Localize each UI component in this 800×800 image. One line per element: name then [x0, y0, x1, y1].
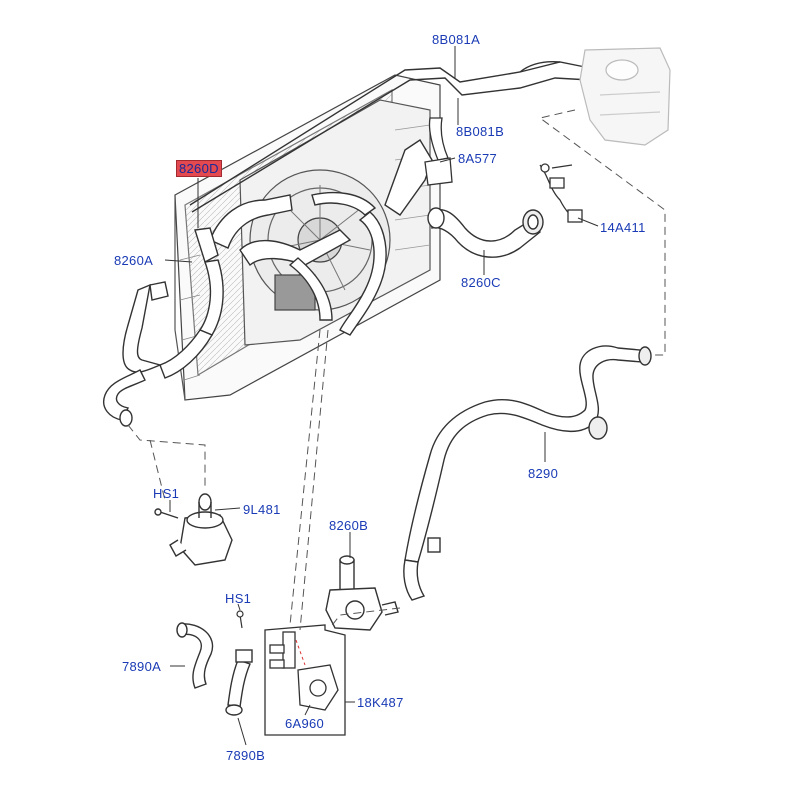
- expansion-tank: [579, 47, 671, 146]
- label-HS1-bottom: HS1: [225, 591, 252, 606]
- label-7890B: 7890B: [226, 748, 266, 763]
- label-8260A: 8260A: [114, 253, 154, 268]
- label-8290: 8290: [528, 466, 559, 481]
- bleed-pipes: [189, 61, 591, 213]
- valve-assembly: [264, 624, 346, 736]
- hose-8260C: [427, 207, 544, 258]
- label-HS1-top: HS1: [153, 486, 180, 501]
- hose-8260A: [103, 227, 224, 427]
- label-8B081A: 8B081A: [432, 32, 481, 47]
- label-8A577: 8A577: [458, 151, 498, 166]
- hose-8290: [403, 345, 652, 601]
- upper-hoses: [209, 139, 433, 336]
- label-18K487: 18K487: [357, 695, 404, 710]
- label-7890A: 7890A: [122, 659, 162, 674]
- aux-pump-9L481: [154, 493, 233, 566]
- label-8260D-highlighted: 8260D: [176, 160, 222, 177]
- thermostat-8260B: [325, 555, 399, 631]
- label-8B081B: 8B081B: [456, 124, 505, 139]
- label-6A960: 6A960: [285, 716, 325, 731]
- dashed-connections: [127, 109, 666, 631]
- label-8260B: 8260B: [329, 518, 369, 533]
- small-hoses-7890: [176, 622, 253, 716]
- small-fittings: [424, 117, 453, 186]
- bolt-hs1: [236, 610, 244, 629]
- label-8260C: 8260C: [461, 275, 501, 290]
- leader-lines: [164, 46, 599, 746]
- label-14A411: 14A411: [600, 220, 646, 235]
- sensor-14A411: [539, 163, 583, 223]
- label-9L481: 9L481: [243, 502, 281, 517]
